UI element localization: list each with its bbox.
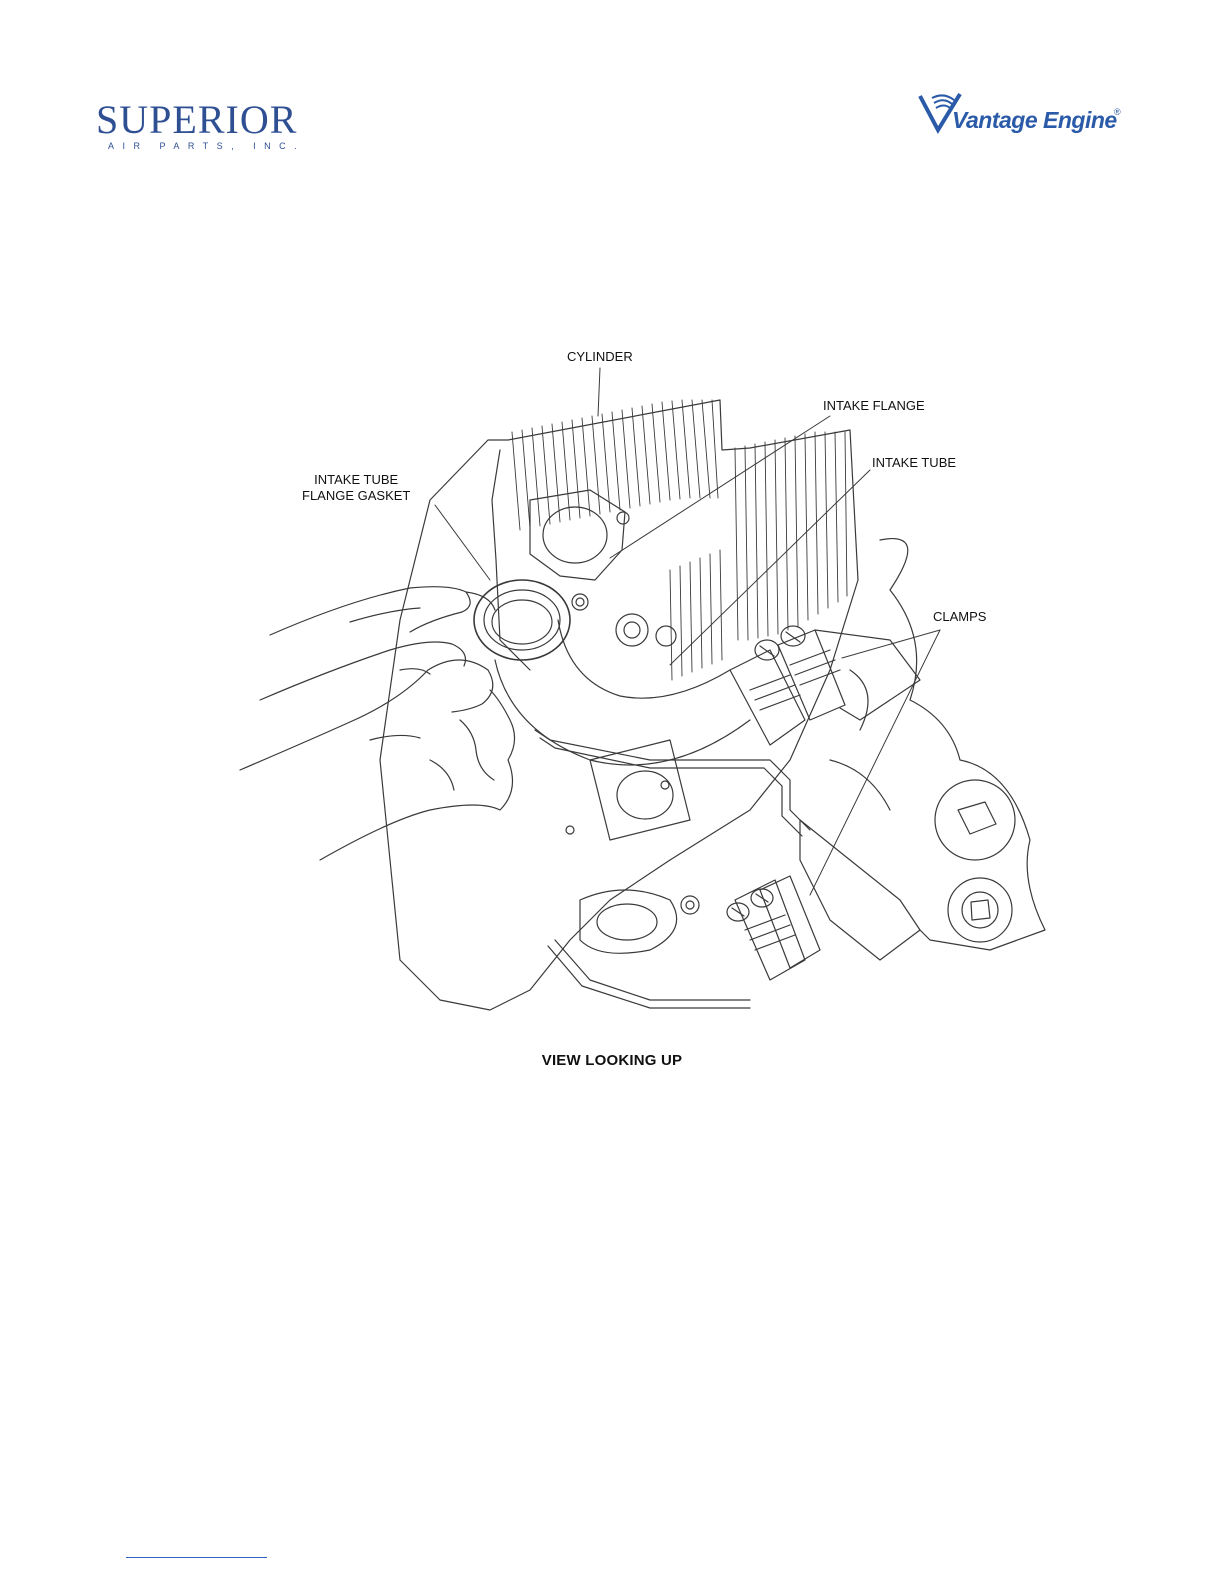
superior-logo-wordmark: SUPERIOR — [96, 98, 297, 142]
flange-stud-2 — [616, 614, 648, 646]
callout-intake-flange: INTAKE FLANGE — [823, 398, 925, 414]
gasket-ring — [474, 580, 570, 660]
cylinder-head-outline — [380, 400, 858, 1010]
callout-gasket-line1: INTAKE TUBE — [302, 472, 410, 488]
oil-filler-cap — [935, 780, 1015, 942]
superior-logo-subtitle: AIR PARTS, INC. — [108, 140, 305, 152]
superior-air-parts-logo: SUPERIOR AIR PARTS, INC. — [96, 98, 326, 154]
intake-tube-outer — [495, 660, 750, 765]
hand-illustration — [240, 587, 515, 860]
figure-caption: VIEW LOOKING UP — [0, 1052, 1224, 1069]
callout-leader-lines — [435, 368, 940, 895]
rocker-cover — [590, 740, 690, 840]
cylinder-inner-edge — [492, 450, 530, 670]
intake-port — [543, 507, 607, 563]
oil-line — [535, 730, 810, 830]
callout-cylinder: CYLINDER — [567, 349, 633, 365]
flange-stud-3 — [656, 626, 676, 646]
lower-clamps — [727, 876, 820, 980]
callout-clamps: CLAMPS — [933, 609, 986, 625]
footer-link-underline[interactable] — [126, 1557, 267, 1558]
callout-intake-tube-flange-gasket: INTAKE TUBE FLANGE GASKET — [302, 472, 410, 504]
vantage-logo-wordmark: Vantage Engine — [952, 106, 1117, 134]
registered-mark: ® — [1114, 107, 1121, 117]
callout-intake-tube: INTAKE TUBE — [872, 455, 956, 471]
intake-flange — [530, 490, 625, 580]
vantage-engine-logo: Vantage Engine ® — [918, 90, 1138, 140]
intake-tube-illustration — [230, 340, 1060, 1040]
upper-clamps — [730, 626, 845, 745]
lower-intake-body — [800, 820, 920, 960]
callout-gasket-line2: FLANGE GASKET — [302, 488, 410, 504]
flange-stud-1 — [617, 512, 629, 524]
engine-line-drawing — [230, 340, 1060, 1040]
lower-exhaust-port — [580, 890, 677, 953]
crankcase-outline — [880, 539, 1045, 950]
